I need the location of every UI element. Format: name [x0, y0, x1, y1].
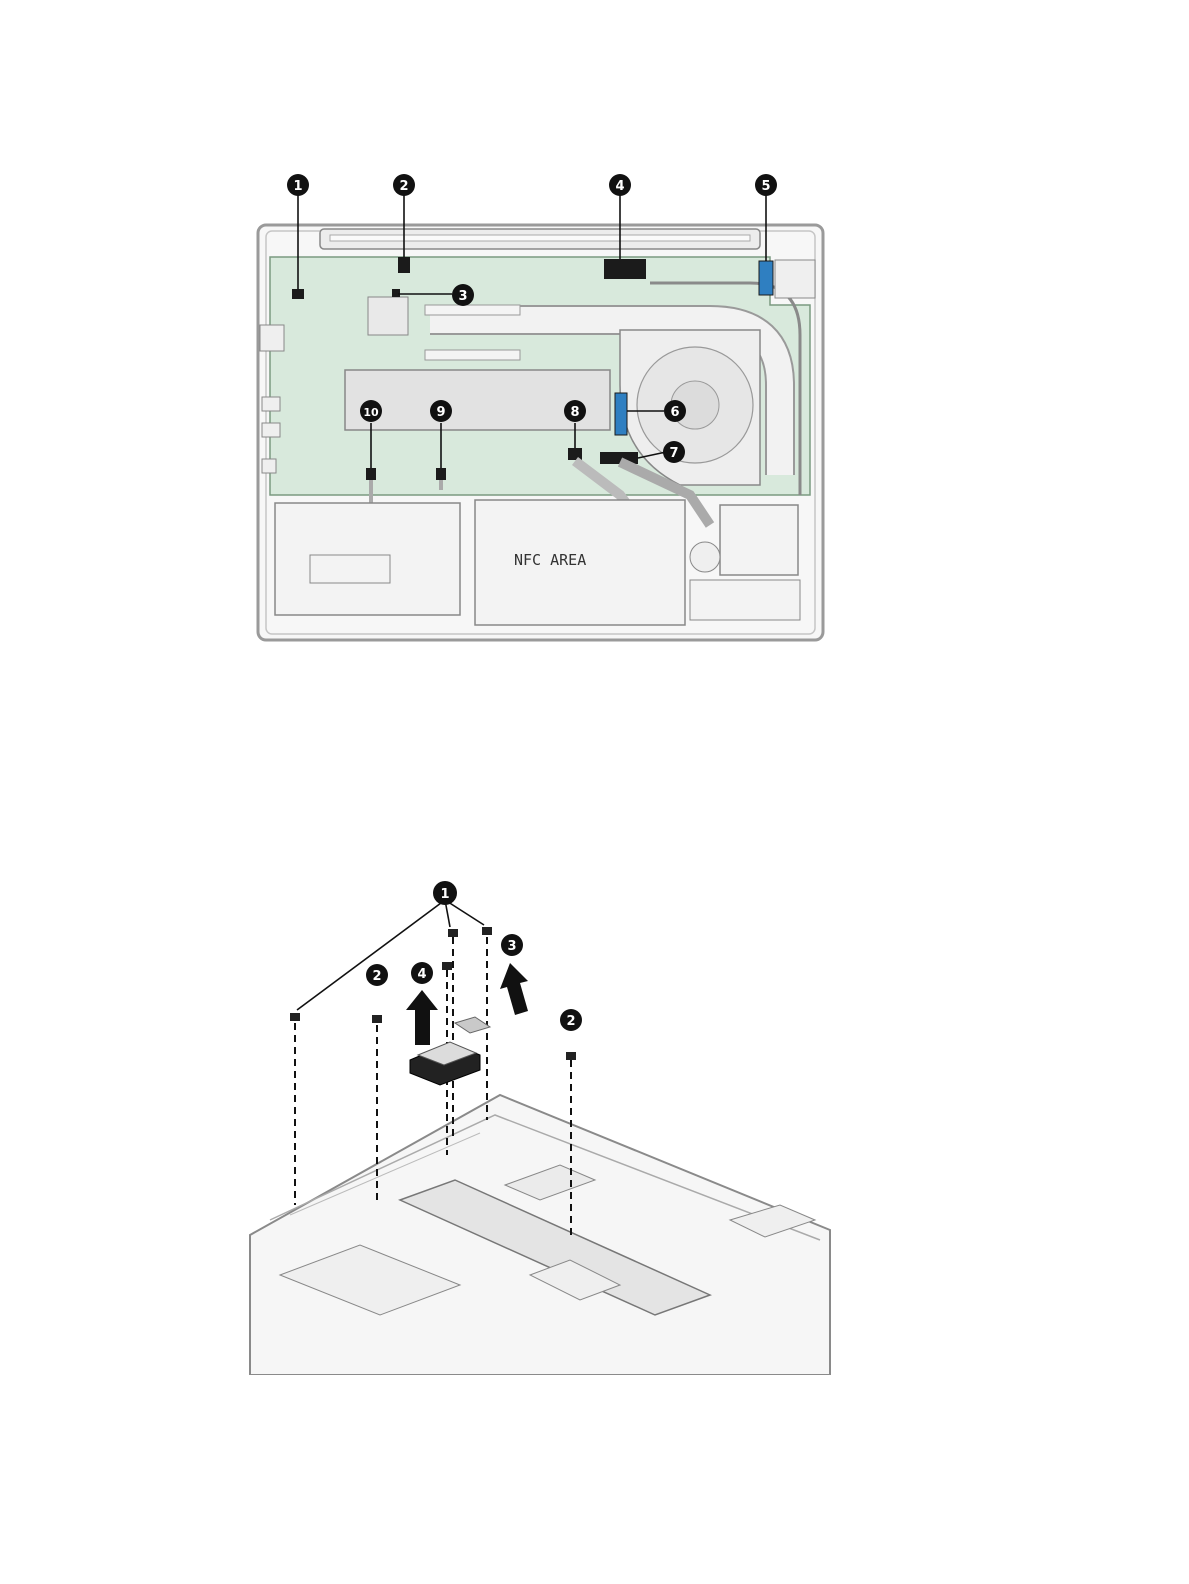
right-bay — [690, 580, 800, 620]
callout-8-number: 8 — [570, 405, 579, 420]
system-board-removal-figure: 1 2 2 3 4 — [240, 875, 840, 1375]
callout-4: 4 — [609, 174, 631, 196]
callout-7-number: 7 — [669, 446, 678, 461]
arrow-up-icon — [500, 963, 528, 1015]
screw-icon — [482, 927, 492, 935]
callout-3-number: 3 — [458, 289, 467, 304]
system-board-connectors-figure: NFC AREA 1 2 3 4 5 6 7 — [250, 165, 830, 645]
connector-6 — [615, 393, 627, 435]
callout-1: 1 — [287, 174, 309, 196]
connector-1 — [292, 289, 304, 299]
left-speaker-bay — [275, 503, 460, 615]
callout-3-number: 3 — [507, 939, 516, 954]
callout-5-number: 5 — [761, 179, 770, 194]
screws — [290, 927, 576, 1060]
screw-icon — [442, 962, 452, 970]
callout-10: 10 — [360, 400, 382, 422]
heat-sink — [345, 370, 610, 430]
callout-2-left: 2 — [366, 964, 388, 986]
callout-8: 8 — [564, 400, 586, 422]
rtc-battery — [690, 542, 720, 572]
bracket — [455, 1017, 490, 1033]
connector-8 — [568, 448, 582, 460]
figure1-svg: NFC AREA 1 2 3 4 5 6 7 — [250, 165, 830, 645]
port-1 — [260, 325, 284, 351]
callout-10-number: 10 — [363, 406, 379, 419]
callout-4-number: 4 — [615, 179, 624, 194]
connector-9 — [436, 468, 446, 480]
nfc-area-label: NFC AREA — [514, 551, 586, 569]
callout-2-right: 2 — [560, 1009, 582, 1031]
callout-6-number: 6 — [670, 405, 679, 420]
callout-2-left-number: 2 — [372, 969, 381, 984]
callout-1-number: 1 — [440, 887, 449, 902]
port-4 — [262, 459, 276, 473]
callout-5: 5 — [755, 174, 777, 196]
callout-7: 7 — [663, 441, 685, 463]
figure2-leader-lines — [297, 900, 484, 1010]
port-right — [775, 260, 815, 298]
screw-icon — [290, 1013, 300, 1021]
callout-4-number: 4 — [417, 967, 426, 982]
callout-2: 2 — [393, 174, 415, 196]
callout-6: 6 — [664, 400, 686, 422]
port-3 — [262, 423, 280, 437]
port-2 — [262, 397, 280, 411]
connector-10 — [366, 468, 376, 480]
hinge-bar-inner — [330, 235, 750, 241]
arrow-up-icon — [406, 990, 438, 1045]
callout-4: 4 — [411, 962, 433, 984]
screw-icon — [566, 1052, 576, 1060]
callout-2-right-number: 2 — [566, 1014, 575, 1029]
card-reader — [720, 505, 798, 575]
screw-icon — [372, 1015, 382, 1023]
connector-2 — [398, 257, 410, 273]
connector-7 — [600, 452, 638, 464]
callout-3: 3 — [501, 934, 523, 956]
screw-icon — [448, 929, 458, 937]
rail-1 — [425, 305, 520, 315]
connector-3 — [392, 289, 400, 297]
callout-9-number: 9 — [436, 405, 445, 420]
callout-1: 1 — [433, 881, 457, 905]
callout-3: 3 — [452, 284, 474, 306]
callout-9: 9 — [430, 400, 452, 422]
connector-5 — [759, 261, 773, 295]
rail-2 — [425, 350, 520, 360]
wlan-module — [368, 297, 408, 335]
callout-1-number: 1 — [293, 179, 302, 194]
connector-4 — [604, 259, 646, 279]
figure2-svg: 1 2 2 3 4 — [240, 875, 840, 1375]
callout-2-number: 2 — [399, 179, 408, 194]
